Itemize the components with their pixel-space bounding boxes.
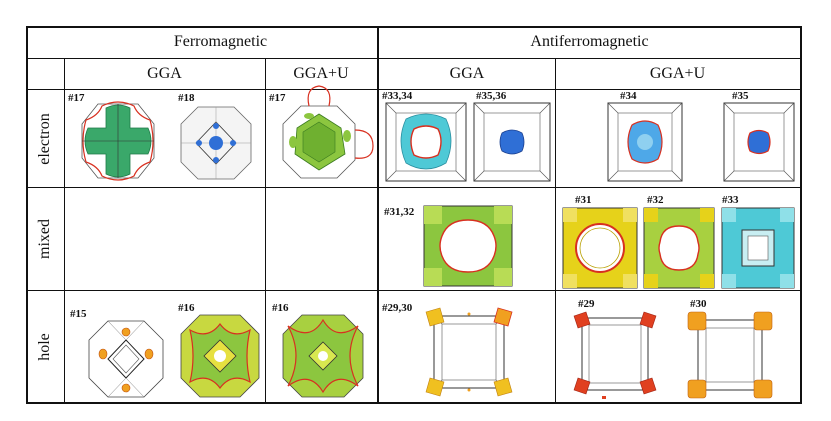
fermi-surface-m-aggau-33 [721,207,795,289]
header-afm-gga: GGA [449,65,485,82]
col-divider-2 [265,58,266,404]
label-e-aggau-2: #35 [732,90,749,102]
fermi-surface-m-aggau-32 [643,207,715,289]
row-label-hole: hole [35,332,53,361]
fermi-surface-e-agga-35-36 [473,102,551,182]
header-afm-ggau: GGA+U [649,65,706,82]
label-m-aggau-2: #32 [647,194,664,206]
label-h-fgga-2: #16 [178,302,195,314]
col-divider-1 [64,58,65,404]
fermi-surface-e-aggau-35 [723,102,795,182]
fermi-surface-e-agga-33-34 [385,102,467,182]
label-m-aggau-1: #31 [575,194,592,206]
label-m-agga-1: #31,32 [384,206,415,218]
fermi-surface-e-fggau-17 [282,85,374,179]
fermi-surface-h-fggau-16 [282,314,364,398]
table-bottom-border [26,402,802,404]
header-antiferromagnetic: Antiferromagnetic [530,33,649,50]
label-m-aggau-3: #33 [722,194,739,206]
header-divider-2 [26,89,802,90]
col-divider-4 [555,58,556,404]
fermi-surface-e-aggau-34 [607,102,683,182]
header-ferro-ggau: GGA+U [293,65,349,82]
label-e-fgga-2: #18 [178,92,195,104]
label-h-aggau-1: #29 [578,298,595,310]
label-h-aggau-2: #30 [690,298,707,310]
label-e-fggau-1: #17 [269,92,286,104]
label-h-fgga-1: #15 [70,308,87,320]
label-e-fgga-1: #17 [68,92,85,104]
row-divider-1 [26,187,802,188]
fermi-surface-m-agga-31-32 [423,205,513,287]
table-left-border [26,26,28,404]
header-divider-1 [26,58,802,59]
fermi-surface-h-agga-29-30 [425,307,513,397]
fermi-surface-e-fgga-18 [180,106,252,180]
label-e-agga-1: #33,34 [382,90,413,102]
fermi-surface-h-aggau-30 [687,311,773,399]
fermi-surface-h-fgga-16 [180,314,260,398]
table-top-border [26,26,802,28]
fermi-surface-m-aggau-31 [562,207,638,289]
row-label-mixed: mixed [36,219,53,259]
row-divider-2 [26,290,802,291]
label-e-agga-2: #35,36 [476,90,507,102]
header-ferro-gga: GGA [147,65,182,82]
fermi-surface-h-fgga-15 [88,320,164,398]
header-ferromagnetic: Ferromagnetic [173,33,268,50]
fermi-surface-table: Ferromagnetic Antiferromagnetic GGA GGA+… [26,26,802,404]
fermi-surface-h-aggau-29 [573,311,657,399]
col-divider-3 [377,26,379,404]
label-h-fggau-1: #16 [272,302,289,314]
row-label-electron: electron [36,112,53,165]
label-h-agga-1: #29,30 [382,302,413,314]
table-right-border [800,26,802,404]
label-e-aggau-1: #34 [620,90,637,102]
fermi-surface-e-fgga-17 [81,101,155,181]
